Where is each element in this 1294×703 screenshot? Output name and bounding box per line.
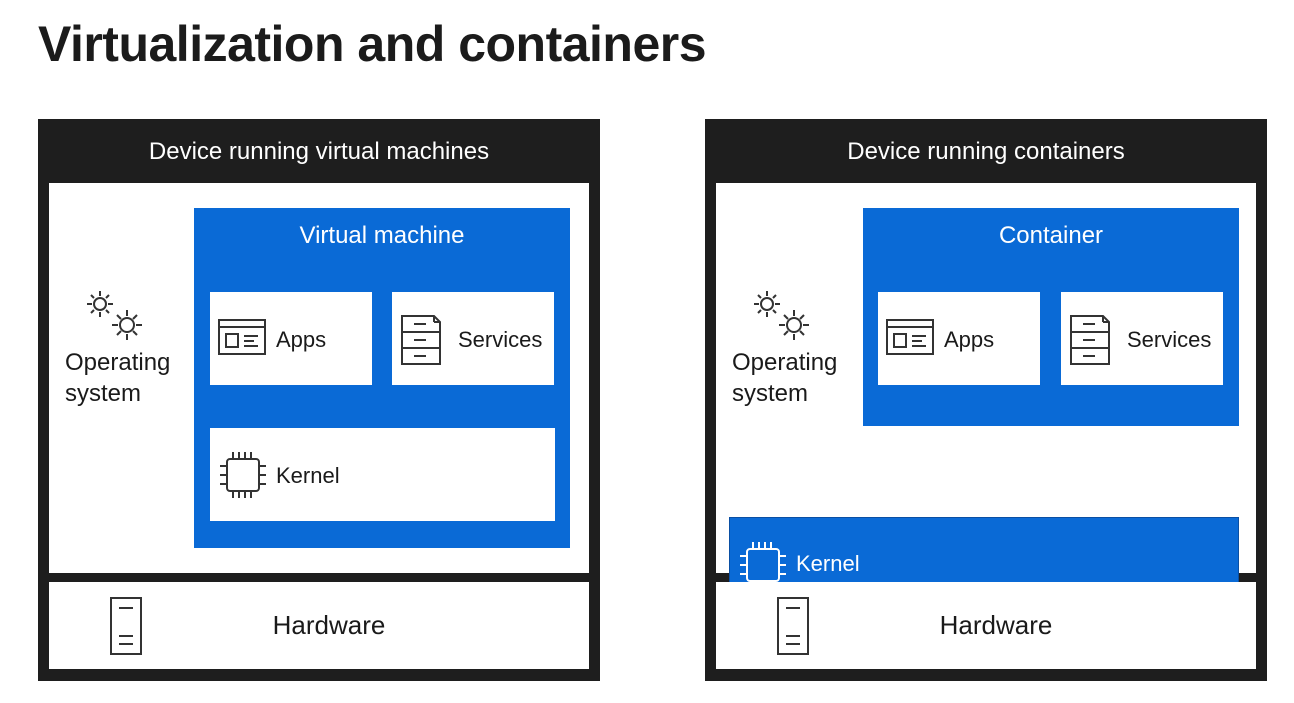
vm-os-label-line2: system bbox=[65, 380, 142, 407]
vm-services-card: Services bbox=[392, 292, 554, 385]
virtual-machine-box: Virtual machine Apps bbox=[194, 208, 570, 548]
page-title: Virtualization and containers bbox=[38, 16, 707, 72]
container-os-label: Operating system bbox=[732, 347, 837, 409]
container-os-panel: Operating system Container Apps bbox=[716, 183, 1256, 612]
vm-services-label: Services bbox=[458, 327, 543, 352]
app-window-icon bbox=[218, 319, 266, 355]
vm-os-label: Operating system bbox=[65, 347, 170, 409]
container-hardware-panel: Hardware bbox=[716, 582, 1256, 669]
gears-icon bbox=[754, 291, 809, 340]
vm-os-panel: Operating system Virtual machine Apps bbox=[49, 183, 589, 573]
container-os-label-line1: Operating bbox=[732, 349, 838, 376]
container-kernel-label: Kernel bbox=[796, 551, 860, 576]
container-hardware-label: Hardware bbox=[939, 610, 1053, 640]
vm-apps-label: Apps bbox=[276, 327, 327, 352]
vm-kernel-card: Kernel bbox=[210, 428, 555, 521]
container-services-card: Services bbox=[1061, 292, 1223, 385]
app-window-icon bbox=[886, 319, 934, 355]
server-tower-icon bbox=[777, 597, 809, 655]
container-apps-card: Apps bbox=[878, 292, 1040, 385]
vm-device-frame: Device running virtual machines Operatin… bbox=[38, 119, 600, 681]
container-apps-label: Apps bbox=[944, 327, 995, 352]
container-box: Container Apps bbox=[863, 208, 1239, 426]
virtual-machine-title: Virtual machine bbox=[299, 222, 465, 249]
container-services-label: Services bbox=[1127, 327, 1212, 352]
vm-apps-card: Apps bbox=[210, 292, 372, 385]
file-cabinet-icon bbox=[401, 315, 441, 365]
vm-hardware-panel: Hardware bbox=[49, 582, 589, 669]
vm-os-label-line1: Operating bbox=[65, 349, 171, 376]
container-device-header: Device running containers bbox=[847, 138, 1125, 165]
vm-kernel-label: Kernel bbox=[276, 463, 340, 488]
server-tower-icon bbox=[110, 597, 142, 655]
container-os-label-line2: system bbox=[732, 380, 809, 407]
file-cabinet-icon bbox=[1070, 315, 1110, 365]
vm-device-header: Device running virtual machines bbox=[148, 138, 490, 165]
container-device-frame: Device running containers Operating syst… bbox=[705, 119, 1267, 681]
gears-icon bbox=[87, 291, 142, 340]
container-title: Container bbox=[998, 222, 1104, 249]
vm-hardware-label: Hardware bbox=[272, 610, 386, 640]
chip-icon bbox=[220, 452, 266, 498]
